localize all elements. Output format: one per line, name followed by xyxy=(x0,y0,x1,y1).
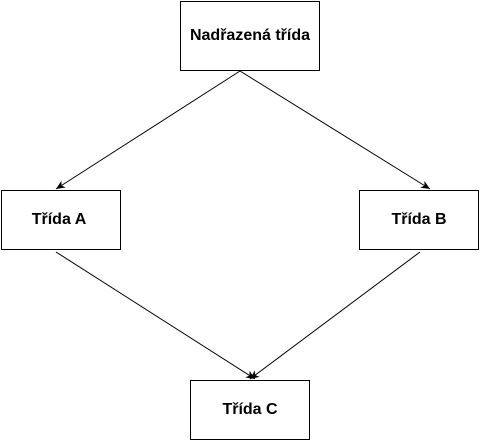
node-a-label: Třída A xyxy=(31,211,87,228)
edge-b-to-c xyxy=(249,251,421,380)
node-class-c[interactable]: Třída C xyxy=(190,380,310,440)
node-c-label: Třída C xyxy=(222,401,278,418)
node-parent-class[interactable]: Nadřazená třída xyxy=(180,1,320,71)
node-b-label: Třída B xyxy=(391,211,447,228)
edge-a-to-c xyxy=(55,251,256,380)
node-class-b[interactable]: Třída B xyxy=(359,190,479,250)
node-class-a[interactable]: Třída A xyxy=(1,190,121,250)
edge-parent-to-b xyxy=(239,70,431,190)
edge-parent-to-a xyxy=(55,70,241,190)
node-parent-label: Nadřazená třída xyxy=(189,27,311,44)
